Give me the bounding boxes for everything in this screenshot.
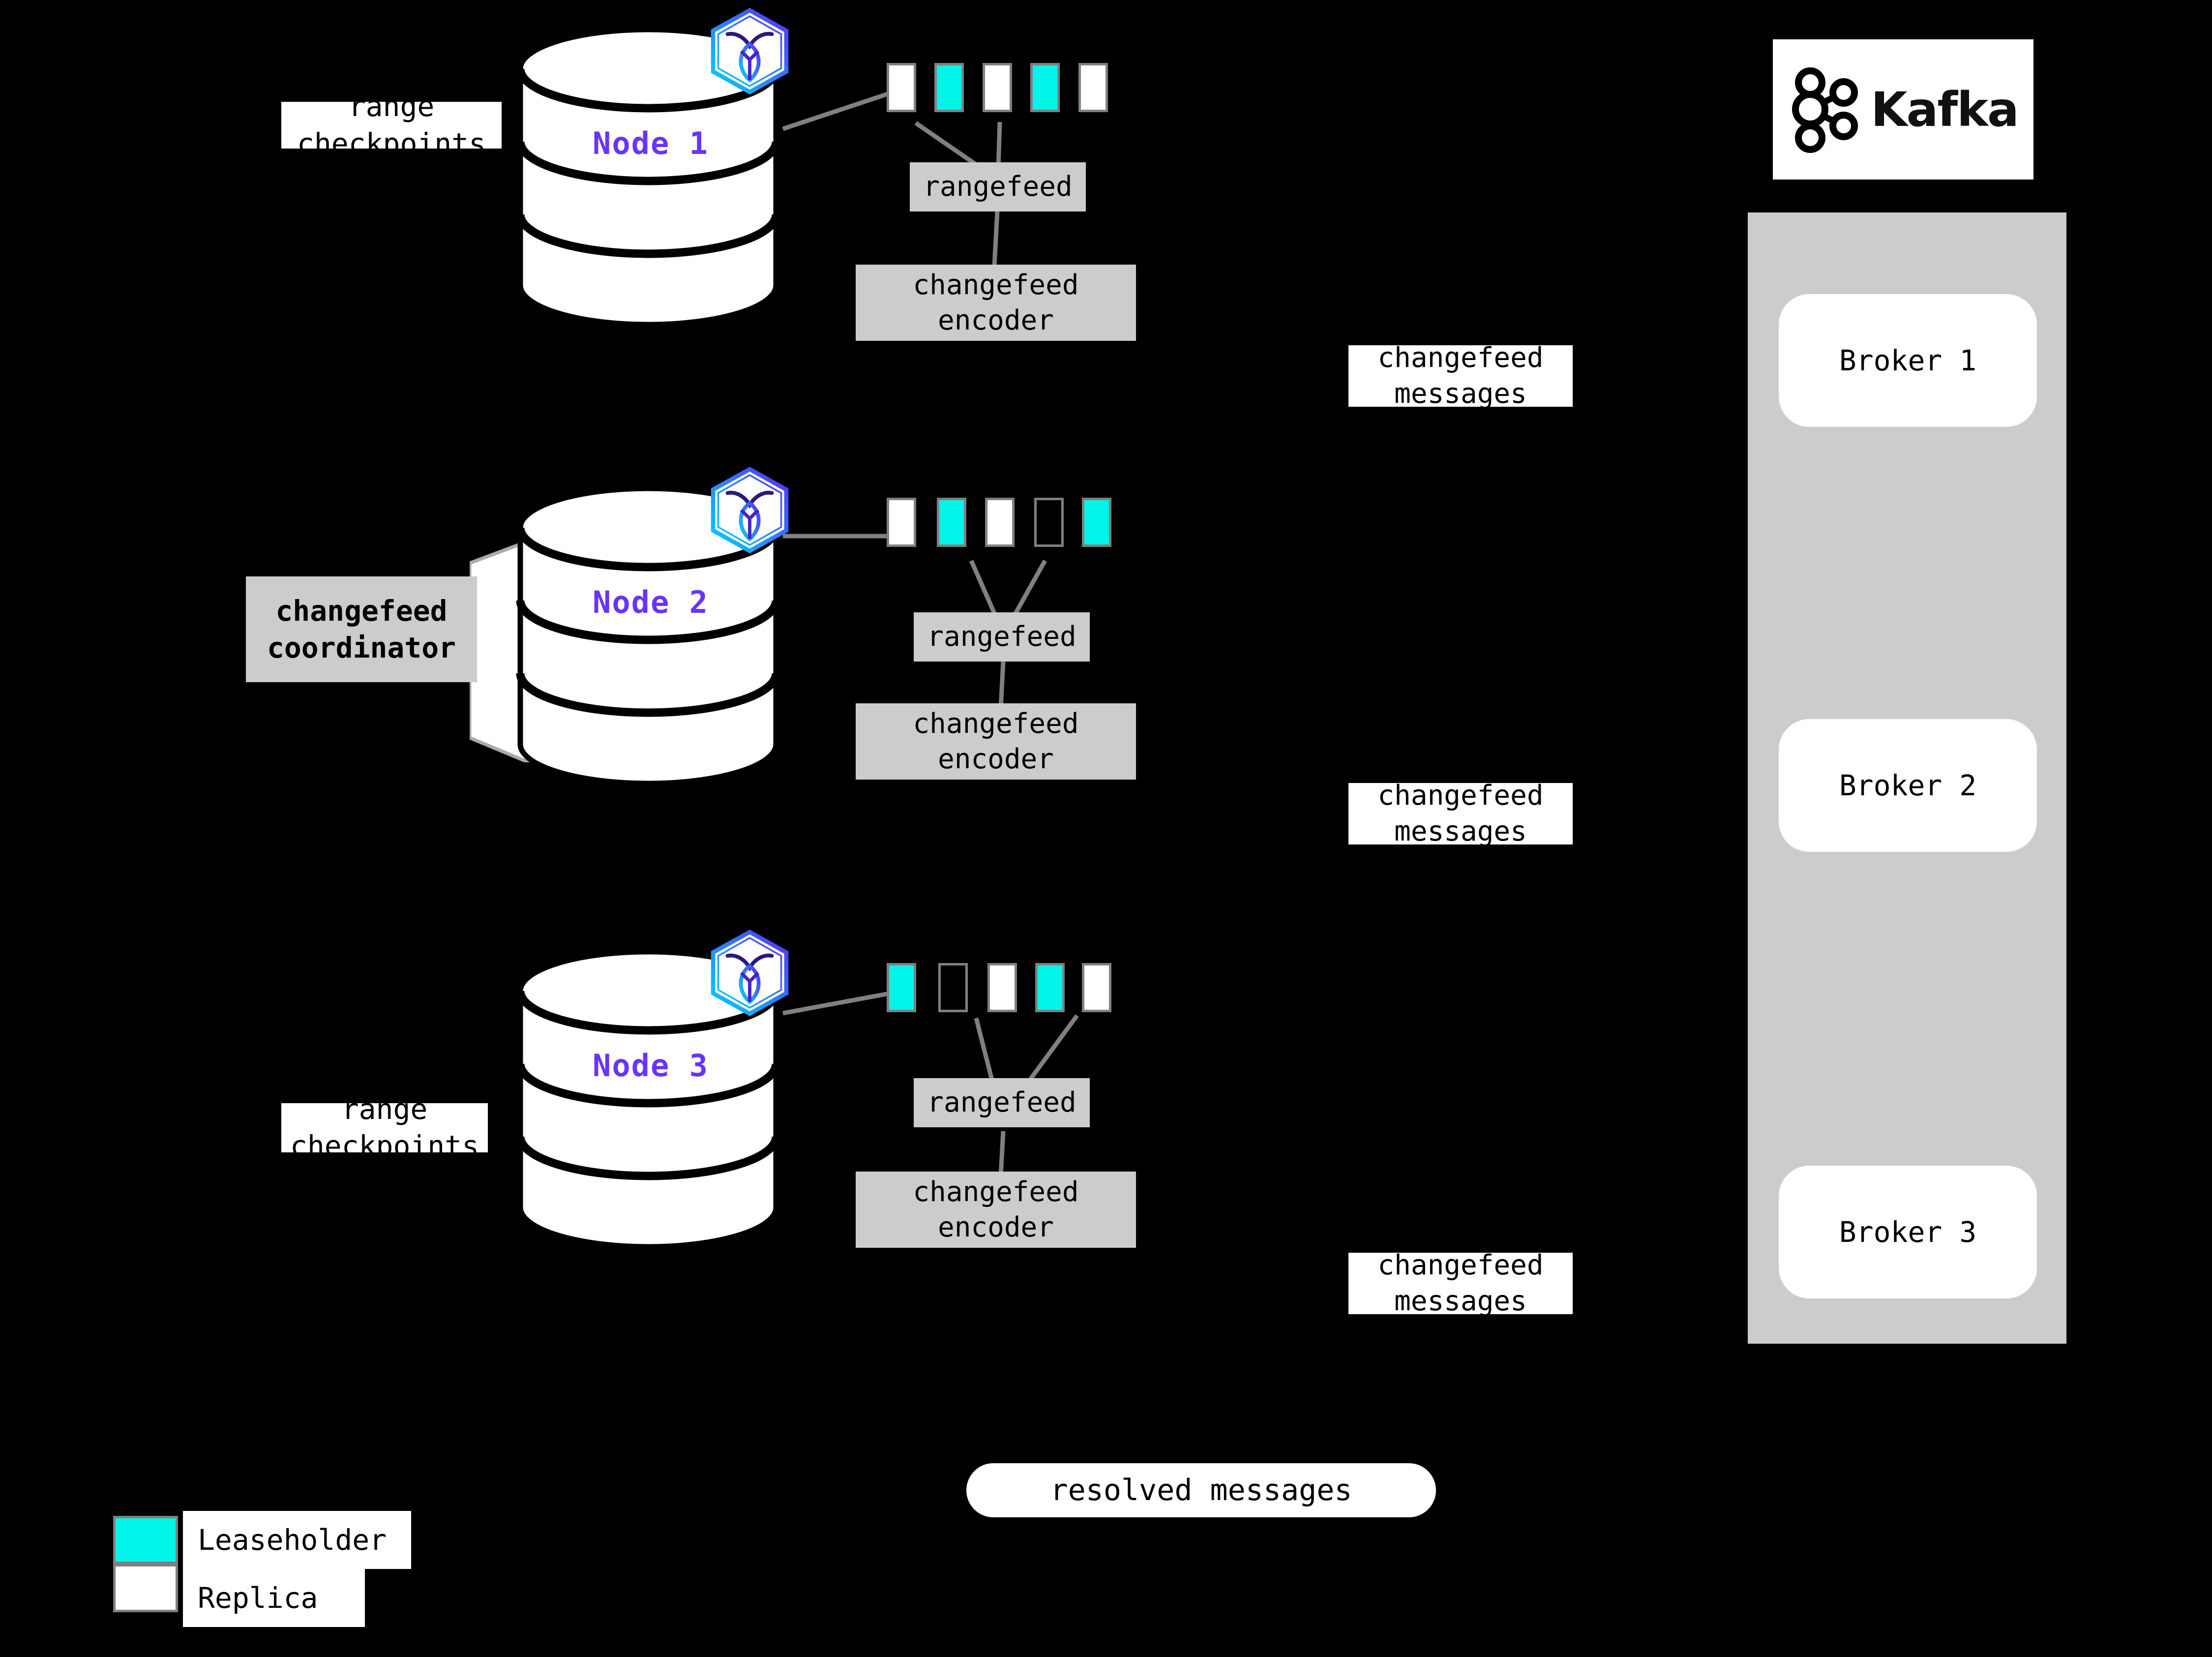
node-3-rangefeed-box: rangefeed xyxy=(914,1078,1090,1127)
coordinator-line-1: changefeed xyxy=(275,594,448,628)
encoder-line-1: changefeed xyxy=(913,269,1079,301)
replica-swatch-icon xyxy=(113,1564,178,1612)
kafka-broker-1[interactable]: Broker 1 xyxy=(1779,294,2037,427)
rangefeed-label: rangefeed xyxy=(927,1086,1076,1119)
encoder-line-2: encoder xyxy=(937,1211,1054,1243)
encoder-line-2: encoder xyxy=(937,304,1054,336)
msg-line-1: changefeed xyxy=(1377,341,1544,374)
broker-label: Broker 1 xyxy=(1839,344,1977,377)
node-3-label: Node 3 xyxy=(593,1048,709,1084)
node-1-range-4 xyxy=(1078,63,1108,112)
node-2-rangefeed-box: rangefeed xyxy=(914,612,1090,662)
kafka-logo-icon xyxy=(1792,67,1858,153)
legend-label-leaseholder: Leaseholder xyxy=(183,1511,411,1569)
node-2-range-1 xyxy=(937,498,966,547)
leaseholder-swatch-icon xyxy=(113,1516,178,1564)
node-2-changefeed-coordinator-box: changefeed coordinator xyxy=(246,576,477,682)
node-1-label: Node 1 xyxy=(593,125,709,161)
legend-label-replica: Replica xyxy=(183,1569,365,1627)
node-3-changefeed-messages-label: changefeed messages xyxy=(1348,1249,1573,1317)
msg-line-1: changefeed xyxy=(1377,1249,1544,1281)
cockroachdb-hexagon-icon xyxy=(707,929,793,1017)
kafka-broker-2[interactable]: Broker 2 xyxy=(1779,719,2037,852)
node-2-range-3 xyxy=(1034,498,1064,547)
cockroachdb-hexagon-icon xyxy=(707,466,793,554)
node-1-changefeed-messages-label: changefeed messages xyxy=(1348,342,1573,410)
node-2-range-0 xyxy=(887,498,916,547)
kafka-broker-3[interactable]: Broker 3 xyxy=(1779,1166,2037,1298)
encoder-line-1: changefeed xyxy=(913,707,1079,740)
msg-line-2: messages xyxy=(1394,377,1527,410)
label-line-2: checkpoints xyxy=(297,126,486,160)
node-2-label: Node 2 xyxy=(593,584,709,620)
cockroachdb-hexagon-icon xyxy=(707,7,793,95)
node-1-range-0 xyxy=(887,63,916,112)
label-line-1: range xyxy=(348,90,435,123)
msg-line-2: messages xyxy=(1394,1285,1527,1317)
node-1-changefeed-encoder-box: changefeed encoder xyxy=(856,265,1136,341)
node-1-range-1 xyxy=(934,63,964,112)
msg-line-2: messages xyxy=(1394,815,1527,847)
resolved-messages-pill: resolved messages xyxy=(966,1463,1436,1517)
node-3-changefeed-encoder-box: changefeed encoder xyxy=(856,1172,1136,1248)
msg-line-1: changefeed xyxy=(1377,779,1544,812)
node-2-changefeed-messages-label: changefeed messages xyxy=(1348,780,1573,847)
node-3-range-1 xyxy=(938,963,968,1012)
kafka-logo-box: Kafka xyxy=(1773,39,2033,180)
encoder-line-1: changefeed xyxy=(913,1175,1079,1208)
legend-text: Replica xyxy=(198,1581,318,1615)
rangefeed-label: rangefeed xyxy=(927,621,1076,653)
encoder-line-2: encoder xyxy=(937,743,1054,775)
label-line-2: checkpoints xyxy=(290,1129,479,1163)
broker-label: Broker 2 xyxy=(1839,769,1977,802)
node-2-cylinder xyxy=(515,483,781,788)
node-2-range-4 xyxy=(1082,498,1111,547)
node-1-range-checkpoints-label: range checkpoints xyxy=(281,90,502,160)
node-3-range-4 xyxy=(1082,963,1111,1012)
node-2-changefeed-encoder-box: changefeed encoder xyxy=(856,703,1136,780)
node-1-range-3 xyxy=(1030,63,1060,112)
coordinator-line-2: coordinator xyxy=(267,631,456,664)
kafka-wordmark: Kafka xyxy=(1871,82,2019,137)
node-2-range-2 xyxy=(985,498,1015,547)
label-line-1: range xyxy=(341,1092,428,1126)
node-3-range-checkpoints-label: range checkpoints xyxy=(281,1092,488,1163)
rangefeed-label: rangefeed xyxy=(923,171,1073,203)
node-1-rangefeed-box: rangefeed xyxy=(910,162,1086,211)
resolved-messages-label: resolved messages xyxy=(1050,1473,1352,1507)
node-1-range-2 xyxy=(983,63,1012,112)
broker-label: Broker 3 xyxy=(1839,1215,1977,1249)
node-3-range-0 xyxy=(887,963,916,1012)
node-3-range-3 xyxy=(1035,963,1065,1012)
node-3-range-2 xyxy=(987,963,1017,1012)
legend-text: Leaseholder xyxy=(198,1523,387,1557)
